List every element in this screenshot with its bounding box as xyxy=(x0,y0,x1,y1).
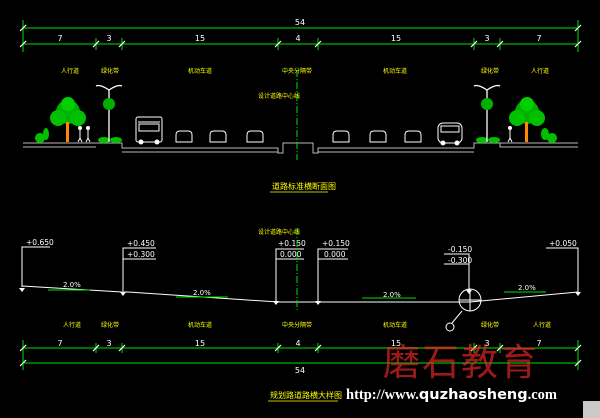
shrub-icons xyxy=(35,128,557,143)
zone-label: 中央分隔带 xyxy=(282,321,312,329)
total-width-top: 54 xyxy=(295,18,305,27)
road-surface xyxy=(23,142,578,154)
segment-dim: 15 xyxy=(195,339,205,348)
zone-label: 机动车道 xyxy=(188,321,212,329)
slope-arrows xyxy=(48,289,546,299)
elevation-top: +0.650 xyxy=(26,238,54,247)
street-lamp-icon xyxy=(95,84,123,142)
car-icons xyxy=(175,130,422,143)
segment-dim: 3 xyxy=(484,34,489,43)
segment-dim: 3 xyxy=(484,339,489,348)
segment-dim: 4 xyxy=(295,339,300,348)
watermark: 磨石教育 xyxy=(383,341,539,384)
segment-dim: 7 xyxy=(57,34,62,43)
pavement-profile xyxy=(21,285,579,303)
segment-dim: 3 xyxy=(106,339,111,348)
zone-label: 人行道 xyxy=(63,321,81,329)
cross-section-title: 道路标准横断面图 xyxy=(272,181,336,191)
url-name: quzhaosheng xyxy=(418,387,528,403)
bottom-dimension-lines xyxy=(22,340,579,370)
zone-label: 人行道 xyxy=(531,67,549,75)
tree-icon xyxy=(509,97,545,142)
segment-dim: 15 xyxy=(391,339,401,348)
elevation-bottom: -0.300 xyxy=(448,256,472,265)
segment-dim: 3 xyxy=(106,34,111,43)
elevation-bottom: 0.000 xyxy=(324,250,346,259)
slope-detail-view: 2.0% 2.0% 2.0% 2.0% +0.650 +0.450 +0.300… xyxy=(19,228,581,402)
segment-dim: 4 xyxy=(295,34,300,43)
segment-dim: 7 xyxy=(57,339,62,348)
elevation-top: +0.150 xyxy=(278,239,306,248)
zone-label: 机动车道 xyxy=(383,67,407,75)
elevation-bottom: 0.000 xyxy=(280,250,302,259)
url-suffix: .com xyxy=(527,387,558,403)
elevation-leaders xyxy=(21,246,579,301)
street-lamp-icon xyxy=(473,84,501,142)
elevation-top: -0.150 xyxy=(448,245,472,254)
segment-dim: 15 xyxy=(195,34,205,43)
tree-icon xyxy=(103,98,115,110)
slope-label: 2.0% xyxy=(63,281,81,289)
pedestrian-icons xyxy=(77,126,513,143)
detail-callout-icon xyxy=(445,288,482,332)
slope-label: 2.0% xyxy=(193,289,211,297)
zone-label: 机动车道 xyxy=(383,321,407,329)
dimension-ticks xyxy=(19,24,582,367)
zone-label: 绿化带 xyxy=(481,67,499,75)
elevation-top: +0.150 xyxy=(322,239,350,248)
zone-label: 人行道 xyxy=(533,321,551,329)
zone-label: 绿化带 xyxy=(101,67,119,75)
zone-label: 绿化带 xyxy=(101,321,119,329)
corner-block xyxy=(583,401,600,418)
total-width-bottom: 54 xyxy=(295,366,305,375)
segment-dim: 7 xyxy=(536,34,541,43)
cross-section-view: 设计道路中心线 xyxy=(23,70,578,193)
segment-dim: 15 xyxy=(391,34,401,43)
slope-section-title: 规划路道路横大样图 xyxy=(270,390,342,400)
bus-icon xyxy=(437,122,463,146)
slope-label: 2.0% xyxy=(518,284,536,292)
zone-label: 绿化带 xyxy=(481,321,499,329)
tree-icon xyxy=(50,97,86,142)
centerline-label: 设计道路中心线 xyxy=(258,92,300,100)
url-prefix: http://www. xyxy=(346,387,419,403)
segment-dim: 7 xyxy=(536,339,541,348)
bus-icon xyxy=(135,116,163,145)
elevation-top: +0.050 xyxy=(549,239,577,248)
elevation-bottom: +0.300 xyxy=(127,250,155,259)
website-url: http://www.quzhaosheng.com xyxy=(346,387,557,404)
zone-label: 人行道 xyxy=(61,67,79,75)
elevation-top: +0.450 xyxy=(127,239,155,248)
slope-label: 2.0% xyxy=(383,291,401,299)
tree-icon xyxy=(481,98,493,110)
centerline-label: 设计道路中心线 xyxy=(258,228,300,236)
zone-label: 机动车道 xyxy=(188,67,212,75)
